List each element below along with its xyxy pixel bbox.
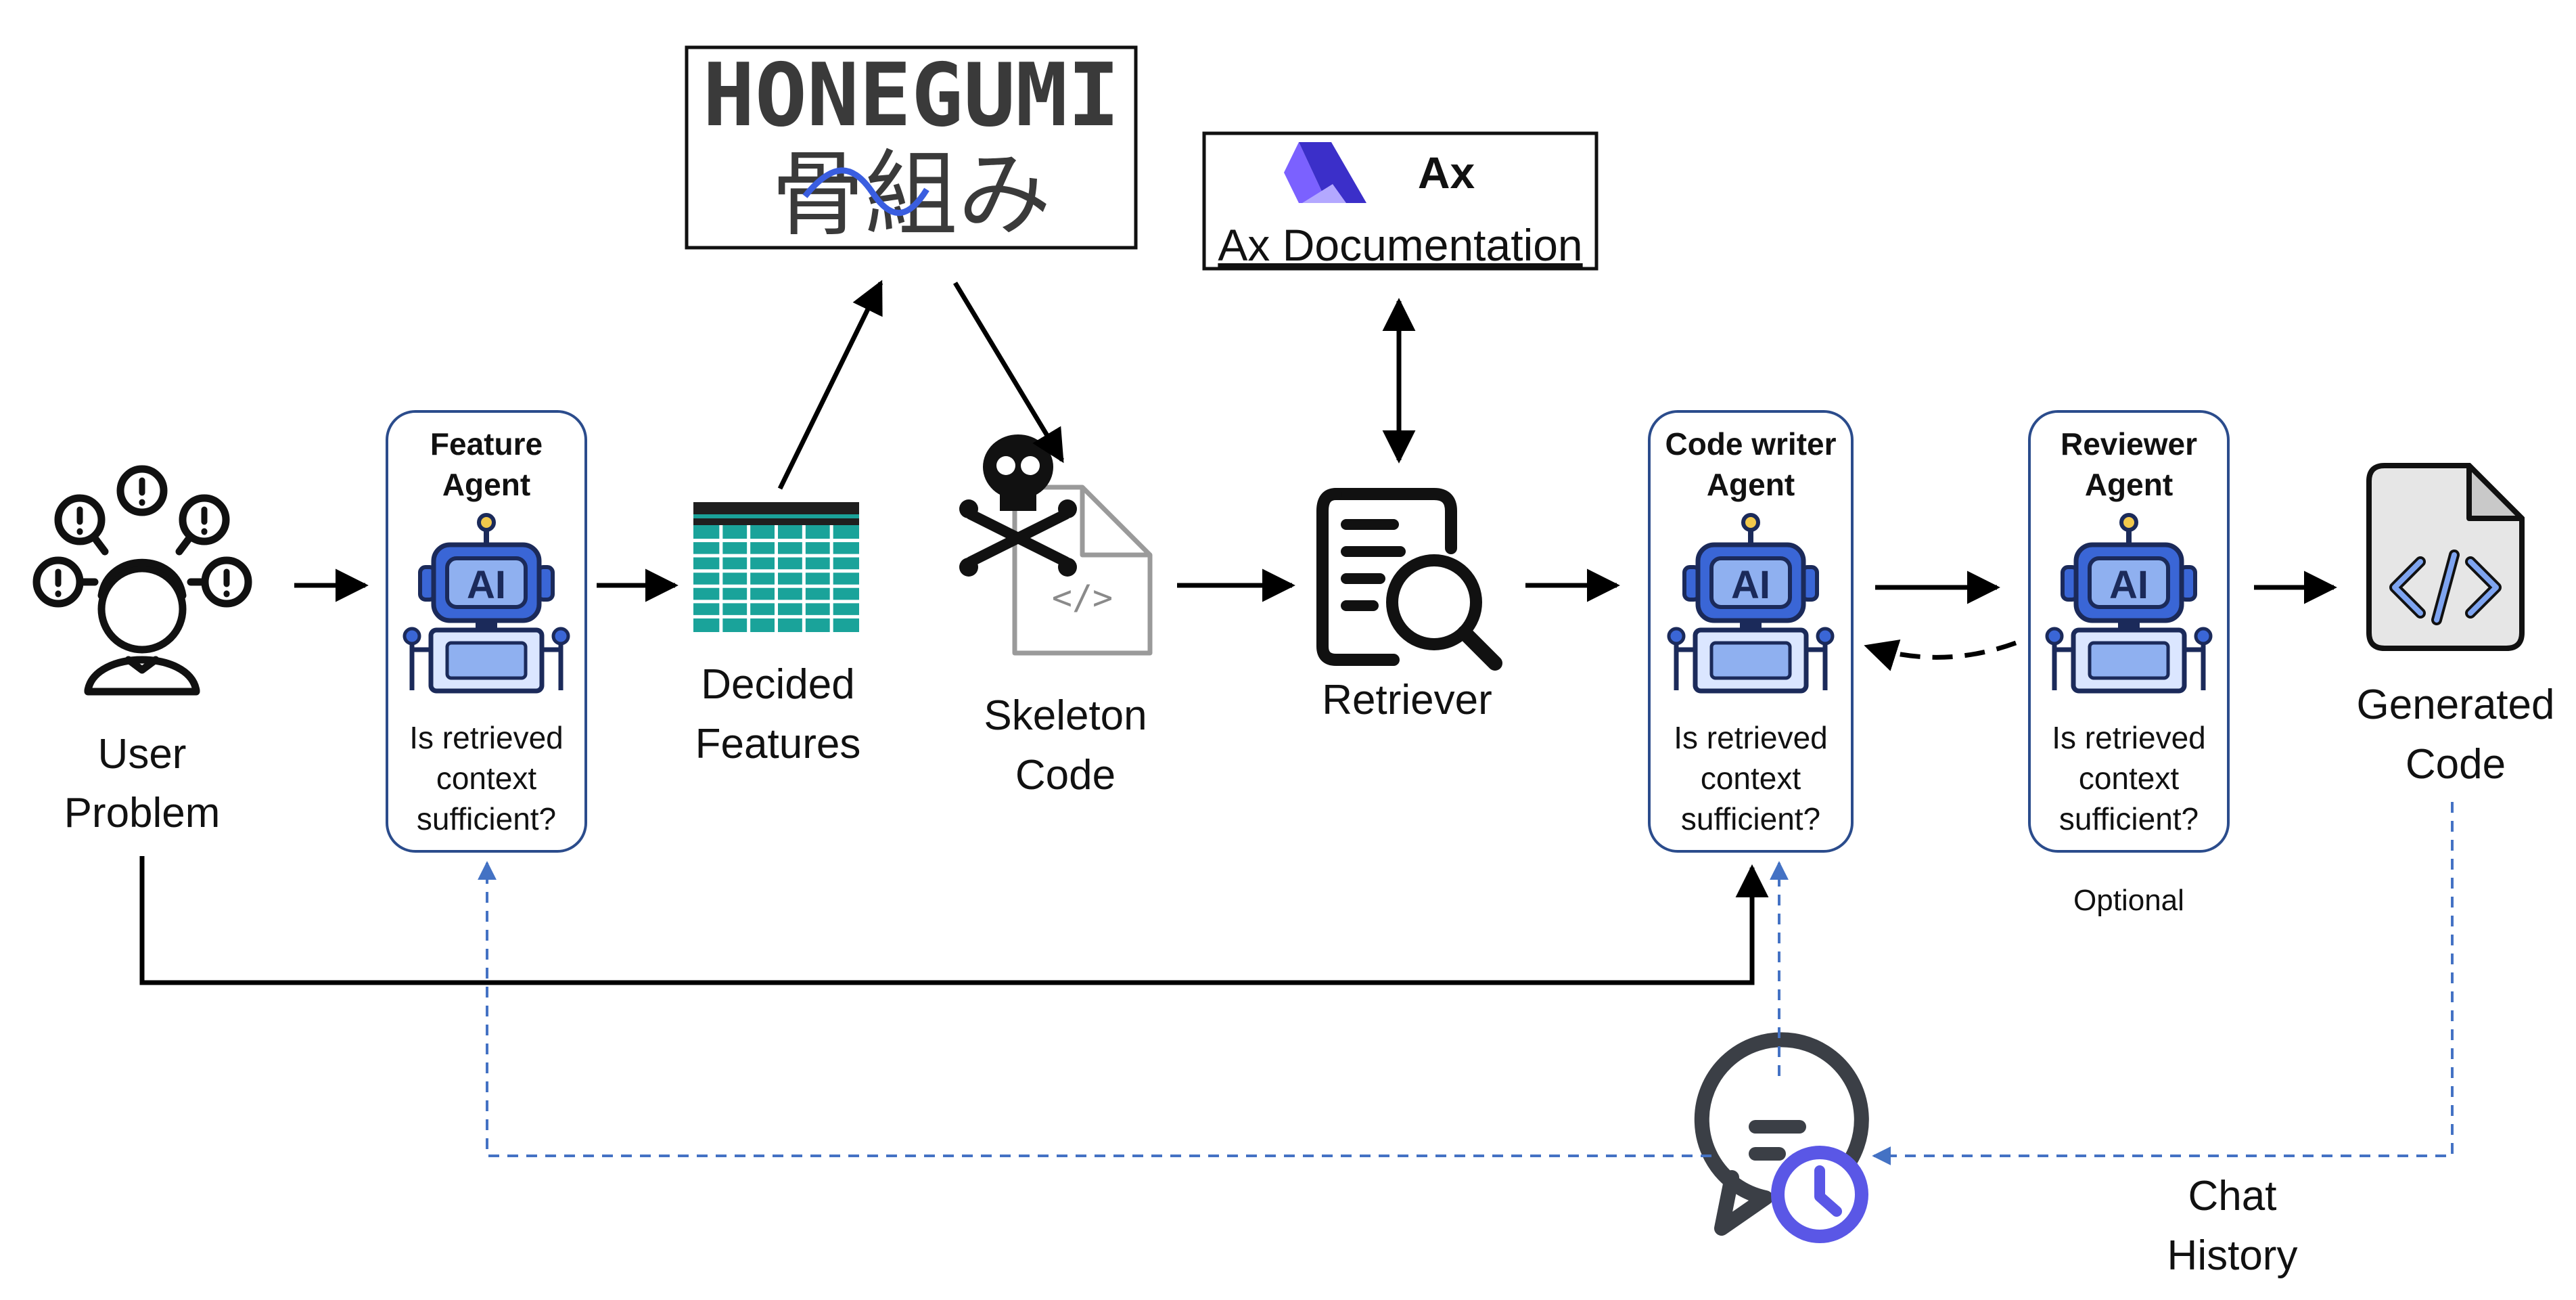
chat-history-label-line2: History (2167, 1232, 2298, 1279)
robot-ai-label: AI (467, 563, 506, 607)
svg-text:</>: </> (1052, 578, 1113, 617)
honegumi-wave (802, 167, 929, 216)
reviewer-agent-question-line1: Is retrieved (2052, 720, 2206, 755)
robot-ai-label: AI (2109, 563, 2148, 607)
code-writer-agent-title-line2: Agent (1707, 467, 1795, 502)
chat-history-node: Chat History (1694, 1032, 2298, 1279)
skeleton-code-node: </> Skeleton Code (959, 434, 1153, 799)
user-problem-label-line1: User (98, 731, 187, 778)
reviewer-agent-title-line1: Reviewer (2061, 426, 2197, 462)
honegumi-logo: HONEGUMI 骨組み (685, 45, 1138, 250)
arrow-reviewer-to-code-writer-dashed (1864, 640, 2017, 671)
exclamation-marks (55, 477, 230, 598)
arrow-generated-to-chat-history (1872, 802, 2454, 1165)
robot-icon: AI (2045, 513, 2213, 694)
honegumi-subtitle: 骨組み (771, 143, 1051, 247)
arrow-honegumi-to-skeleton (953, 282, 1064, 464)
chat-history-arrows (478, 802, 2454, 1165)
robot-icon: AI (1667, 513, 1835, 694)
feature-agent-title-line2: Agent (442, 467, 530, 502)
arrow-features-to-honegumi (777, 279, 883, 490)
code-writer-agent-question-line3: sufficient? (1681, 801, 1820, 836)
generated-code-node: Generated Code (2357, 463, 2555, 788)
feature-agent-question-line3: sufficient? (417, 801, 556, 836)
decided-features-label-line2: Features (695, 721, 861, 767)
ax-documentation-link[interactable]: Ax Documentation (1218, 220, 1582, 270)
generated-code-label-line1: Generated (2357, 681, 2555, 728)
code-writer-agent-question-line2: context (1701, 761, 1801, 796)
retriever-label: Retriever (1322, 677, 1492, 723)
flow-arrows (139, 279, 2337, 985)
feature-agent: Feature Agent AI Is retrieved context su… (386, 410, 587, 853)
robot-ai-label: AI (1731, 563, 1770, 607)
decided-features-label-line1: Decided (701, 661, 854, 708)
chat-history-label-line1: Chat (2188, 1173, 2277, 1219)
feature-agent-title-line1: Feature (430, 426, 543, 462)
retriever-node: Retriever (1316, 488, 1502, 723)
code-file-icon: </> (1012, 485, 1153, 656)
document-search-icon (1316, 488, 1502, 671)
code-file-icon (2366, 463, 2525, 651)
skeleton-code-label-line1: Skeleton (984, 692, 1147, 739)
robot-icon: AI (402, 513, 570, 694)
ax-logo-icon (1284, 142, 1366, 203)
code-writer-agent: Code writer Agent AI Is retrieved contex… (1648, 410, 1854, 853)
ax-logo-text: Ax (1418, 148, 1475, 198)
reviewer-agent: Reviewer Agent AI Is retrieved context s… (2028, 410, 2230, 853)
ax-documentation-box[interactable]: Ax Ax Documentation (1202, 131, 1598, 271)
skeleton-code-label-line2: Code (1015, 752, 1116, 799)
decided-features-node: Decided Features (693, 502, 860, 767)
reviewer-agent-title-line2: Agent (2085, 467, 2173, 502)
reviewer-optional-note: Optional (2073, 884, 2184, 917)
user-problem-node: User Problem (32, 465, 252, 836)
arrow-user-to-code-writer (139, 856, 1769, 985)
code-writer-agent-question-line1: Is retrieved (1674, 720, 1828, 755)
honegumi-title: HONEGUMI (703, 45, 1120, 146)
confused-user-icon (32, 465, 252, 696)
reviewer-agent-question-line3: sufficient? (2059, 801, 2199, 836)
table-icon (693, 502, 859, 632)
chat-clock-icon (1694, 1032, 1869, 1243)
reviewer-agent-question-line2: context (2079, 761, 2180, 796)
arrow-chat-history-to-feature-agent (478, 861, 1711, 1157)
generated-code-label-line2: Code (2406, 741, 2506, 788)
feature-agent-question-line2: context (436, 761, 537, 796)
user-problem-label-line2: Problem (64, 790, 221, 836)
feature-agent-question-line1: Is retrieved (409, 720, 564, 755)
code-writer-agent-title-line1: Code writer (1665, 426, 1836, 462)
